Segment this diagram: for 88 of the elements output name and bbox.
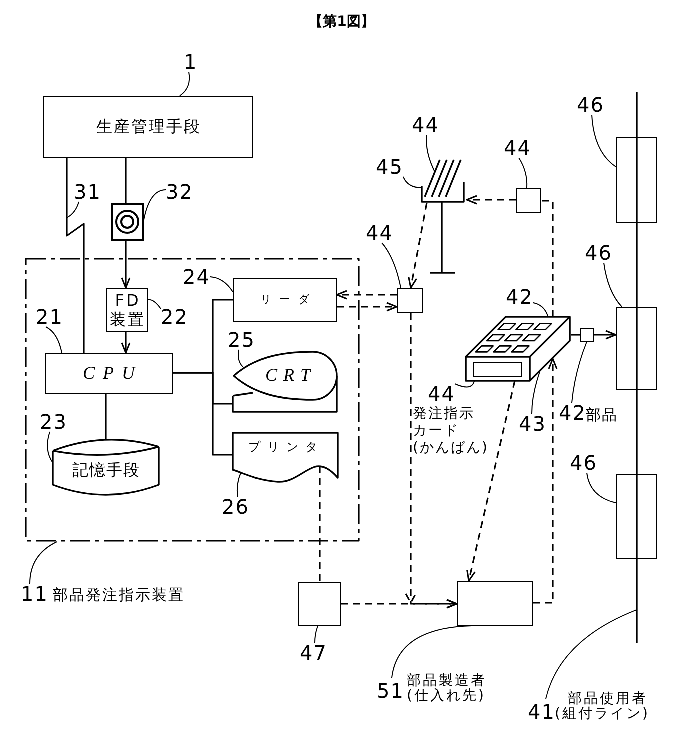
reference-numeral: 46 — [570, 453, 598, 473]
reference-numeral: 32 — [166, 182, 194, 202]
reference-numeral: 46 — [585, 243, 612, 263]
leader-line — [382, 242, 402, 288]
part-name: 部品使用者(組付ライン) — [555, 692, 650, 722]
reference-numeral: 44 — [366, 223, 394, 243]
leader-line — [532, 372, 540, 414]
station-box — [616, 307, 657, 390]
leader-line — [592, 114, 616, 168]
leader-line — [586, 472, 616, 504]
process-box: FD装置 — [106, 288, 148, 332]
leader-line — [210, 276, 234, 292]
reference-numeral: 51 — [377, 681, 404, 701]
reference-numeral: 47 — [300, 643, 328, 663]
disk-unit — [111, 203, 144, 241]
reference-numeral: 26 — [222, 497, 250, 517]
printer-document: プリンタ — [233, 433, 338, 485]
card-post — [420, 181, 467, 275]
process-box: CPU — [45, 353, 173, 394]
connector-line — [66, 158, 85, 353]
leader-line — [402, 176, 422, 188]
reference-numeral: 46 — [577, 95, 604, 115]
card-square — [397, 288, 423, 313]
reference-numeral: 44 — [428, 384, 456, 404]
card-square — [516, 188, 541, 213]
dashed-arrow — [405, 312, 458, 609]
leader-line — [546, 610, 638, 700]
dashed-arrow — [337, 302, 398, 312]
reference-numeral: 24 — [183, 267, 210, 287]
dashed-arrow — [336, 290, 397, 300]
dashed-arrow — [466, 195, 516, 205]
reference-numeral: 22 — [161, 307, 188, 327]
figure-title: 【第1図】 — [309, 15, 375, 29]
reference-numeral: 31 — [74, 182, 102, 202]
arrow — [594, 330, 617, 340]
leader-line — [572, 342, 588, 404]
process-box — [457, 581, 533, 626]
leader-line — [144, 190, 166, 220]
storage-drum: 記憶手段 — [52, 437, 160, 499]
leader-line — [518, 158, 528, 188]
arrow — [121, 332, 131, 354]
process-box — [298, 582, 341, 626]
leader-line — [314, 626, 318, 644]
reference-numeral: 1 — [184, 52, 198, 72]
reference-numeral: 41 — [528, 702, 556, 722]
reference-numeral: 43 — [519, 414, 546, 434]
leader-line — [604, 262, 622, 308]
leader-line — [236, 472, 242, 498]
reference-numeral: 44 — [504, 138, 532, 158]
leader-line — [392, 626, 472, 678]
dashed-arrow — [408, 202, 428, 289]
dashed-line — [541, 200, 554, 317]
reference-numeral: 45 — [376, 157, 404, 177]
part-name: 部品製造者(仕入れ先) — [407, 674, 487, 704]
connector-line — [571, 334, 580, 336]
card — [473, 362, 522, 377]
dashed-arrow — [533, 358, 558, 604]
part-name: 部品 — [586, 406, 618, 424]
station-box — [616, 474, 657, 559]
leader-line — [180, 72, 190, 96]
reference-numeral: 44 — [412, 115, 440, 135]
leader-line — [30, 542, 58, 584]
process-box: 生産管理手段 — [43, 96, 253, 158]
reference-numeral: 42 — [559, 403, 586, 423]
connector-line — [105, 394, 107, 440]
leader-line — [66, 202, 80, 218]
reference-numeral: 21 — [36, 307, 64, 327]
connector-line — [125, 158, 127, 203]
leader-line — [46, 326, 62, 354]
reference-numeral: 42 — [506, 287, 534, 307]
leader-line — [238, 350, 244, 368]
reference-numeral: 25 — [228, 330, 256, 350]
station-box — [616, 137, 657, 223]
process-box: リーダ — [233, 278, 337, 322]
leader-line — [426, 134, 436, 172]
leader-line — [148, 299, 162, 310]
part-name: 発注指示カード(かんばん) — [413, 406, 489, 457]
arrow — [121, 241, 131, 289]
connector-line — [173, 372, 233, 456]
device-frame — [25, 258, 360, 542]
part-name: 部品発注指示装置 — [53, 586, 185, 604]
leader-line — [532, 302, 548, 316]
part-square — [580, 328, 594, 342]
reference-numeral: 11 — [21, 584, 48, 604]
dashed-arrow — [466, 380, 516, 582]
leader-line — [47, 432, 54, 464]
reference-numeral: 23 — [40, 412, 68, 432]
parts-bin — [465, 316, 571, 382]
